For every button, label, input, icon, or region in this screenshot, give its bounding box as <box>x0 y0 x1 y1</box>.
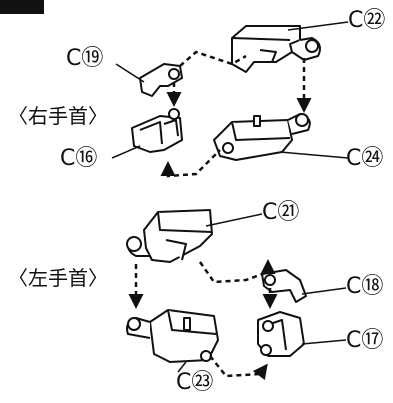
part-c17-drawing <box>257 311 305 357</box>
path-c16-to-c24 <box>160 149 221 178</box>
part-label-c21: C㉑ <box>262 200 300 225</box>
part-c18-drawing <box>261 269 307 303</box>
part-label-c17: C⑰ <box>346 328 384 353</box>
leader-c17 <box>301 339 347 345</box>
part-c19-drawing <box>139 63 183 97</box>
leader-c16 <box>111 145 141 159</box>
path-c19-to-c22 <box>179 50 247 67</box>
part-c22-drawing <box>231 25 321 73</box>
step-number-badge <box>0 0 44 14</box>
path-c23-to-c17 <box>209 355 268 381</box>
part-label-c24: C㉔ <box>346 146 384 171</box>
part-label-c16: C⑯ <box>60 146 98 171</box>
group-title-right-wrist: 〈右手首〉 <box>8 104 108 128</box>
group-title-left-wrist: 〈左手首〉 <box>8 266 108 290</box>
part-c24-drawing <box>213 113 311 161</box>
leader-c19 <box>115 63 145 83</box>
part-label-c18: C⑱ <box>346 274 384 299</box>
path-c21-to-c18 <box>198 259 276 284</box>
part-c16-drawing <box>131 108 183 153</box>
part-c23-drawing <box>126 309 219 363</box>
part-label-c19: C⑲ <box>66 46 104 71</box>
part-label-c22: C㉒ <box>348 8 386 33</box>
part-c21-drawing <box>126 209 213 263</box>
leader-c24 <box>279 151 349 159</box>
part-label-c23: C㉓ <box>176 370 214 395</box>
leader-c21 <box>205 213 263 227</box>
leader-c18 <box>301 287 347 295</box>
leader-c22 <box>287 21 349 31</box>
leader-c23 <box>177 361 187 373</box>
